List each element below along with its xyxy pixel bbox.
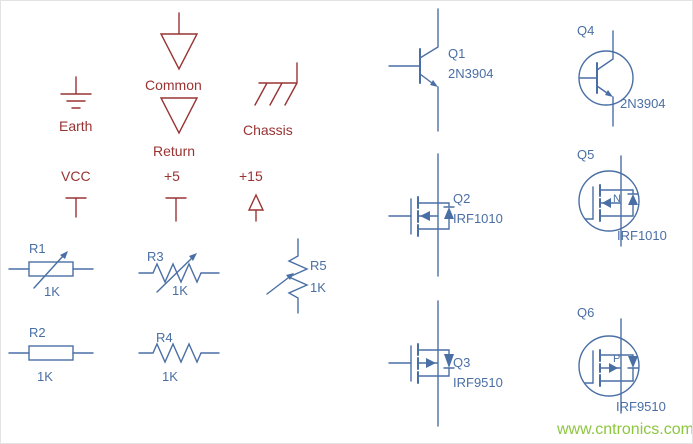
return-ground-icon (159, 97, 199, 135)
q2-ref: Q2 (453, 191, 471, 206)
q3-part: IRF9510 (453, 375, 503, 390)
q5-channel-label: N (613, 193, 621, 205)
resistor-r1-variable-icon (8, 251, 94, 289)
plus5-label: +5 (164, 168, 180, 184)
plus5-power-icon (165, 197, 187, 222)
r4-value: 1K (162, 369, 178, 384)
r2-ref: R2 (29, 325, 46, 340)
r3-value: 1K (172, 283, 188, 298)
transistor-q6-pmos-circled-icon (578, 318, 640, 414)
q5-part: IRF1010 (617, 228, 667, 243)
transistor-q3-pmos-icon (388, 300, 455, 427)
watermark: www.cntronics.com (557, 421, 693, 438)
chassis-label: Chassis (243, 122, 293, 138)
resistor-r3-variable-icon (138, 253, 220, 293)
return-label: Return (153, 143, 196, 159)
plus15-label: +15 (239, 168, 263, 184)
q1-part: 2N3904 (448, 66, 494, 81)
vcc-label: VCC (61, 168, 91, 184)
vcc-power-icon (65, 197, 87, 218)
q4-part: 2N3904 (620, 96, 666, 111)
earth-ground-icon (60, 76, 92, 109)
r4-ref: R4 (156, 330, 173, 345)
q1-ref: Q1 (448, 46, 466, 61)
chassis-ground-icon (254, 62, 298, 106)
q3-ref: Q3 (453, 355, 471, 370)
q5-ref: Q5 (577, 147, 595, 162)
transistor-q4-npn-circled-icon (578, 30, 634, 127)
r2-value: 1K (37, 369, 53, 384)
transistor-q1-npn-icon (388, 8, 439, 132)
r3-ref: R3 (147, 249, 164, 264)
earth-label: Earth (59, 118, 93, 134)
r1-ref: R1 (29, 241, 46, 256)
resistor-r2-icon (8, 345, 94, 361)
r1-value: 1K (44, 284, 60, 299)
transistor-q5-nmos-circled-icon (578, 155, 640, 247)
r5-ref: R5 (310, 258, 327, 273)
q6-channel-label: P (613, 353, 621, 365)
common-label: Common (145, 77, 202, 93)
q2-part: IRF1010 (453, 211, 503, 226)
q6-ref: Q6 (577, 305, 595, 320)
resistor-r5-variable-icon (266, 238, 309, 314)
transistor-q2-nmos-icon (388, 153, 455, 277)
q6-part: IRF9510 (616, 399, 666, 414)
plus15-power-icon (247, 193, 265, 222)
q4-ref: Q4 (577, 23, 595, 38)
common-ground-icon (159, 12, 199, 71)
r5-value: 1K (310, 280, 326, 295)
resistor-r4-icon (138, 342, 220, 364)
